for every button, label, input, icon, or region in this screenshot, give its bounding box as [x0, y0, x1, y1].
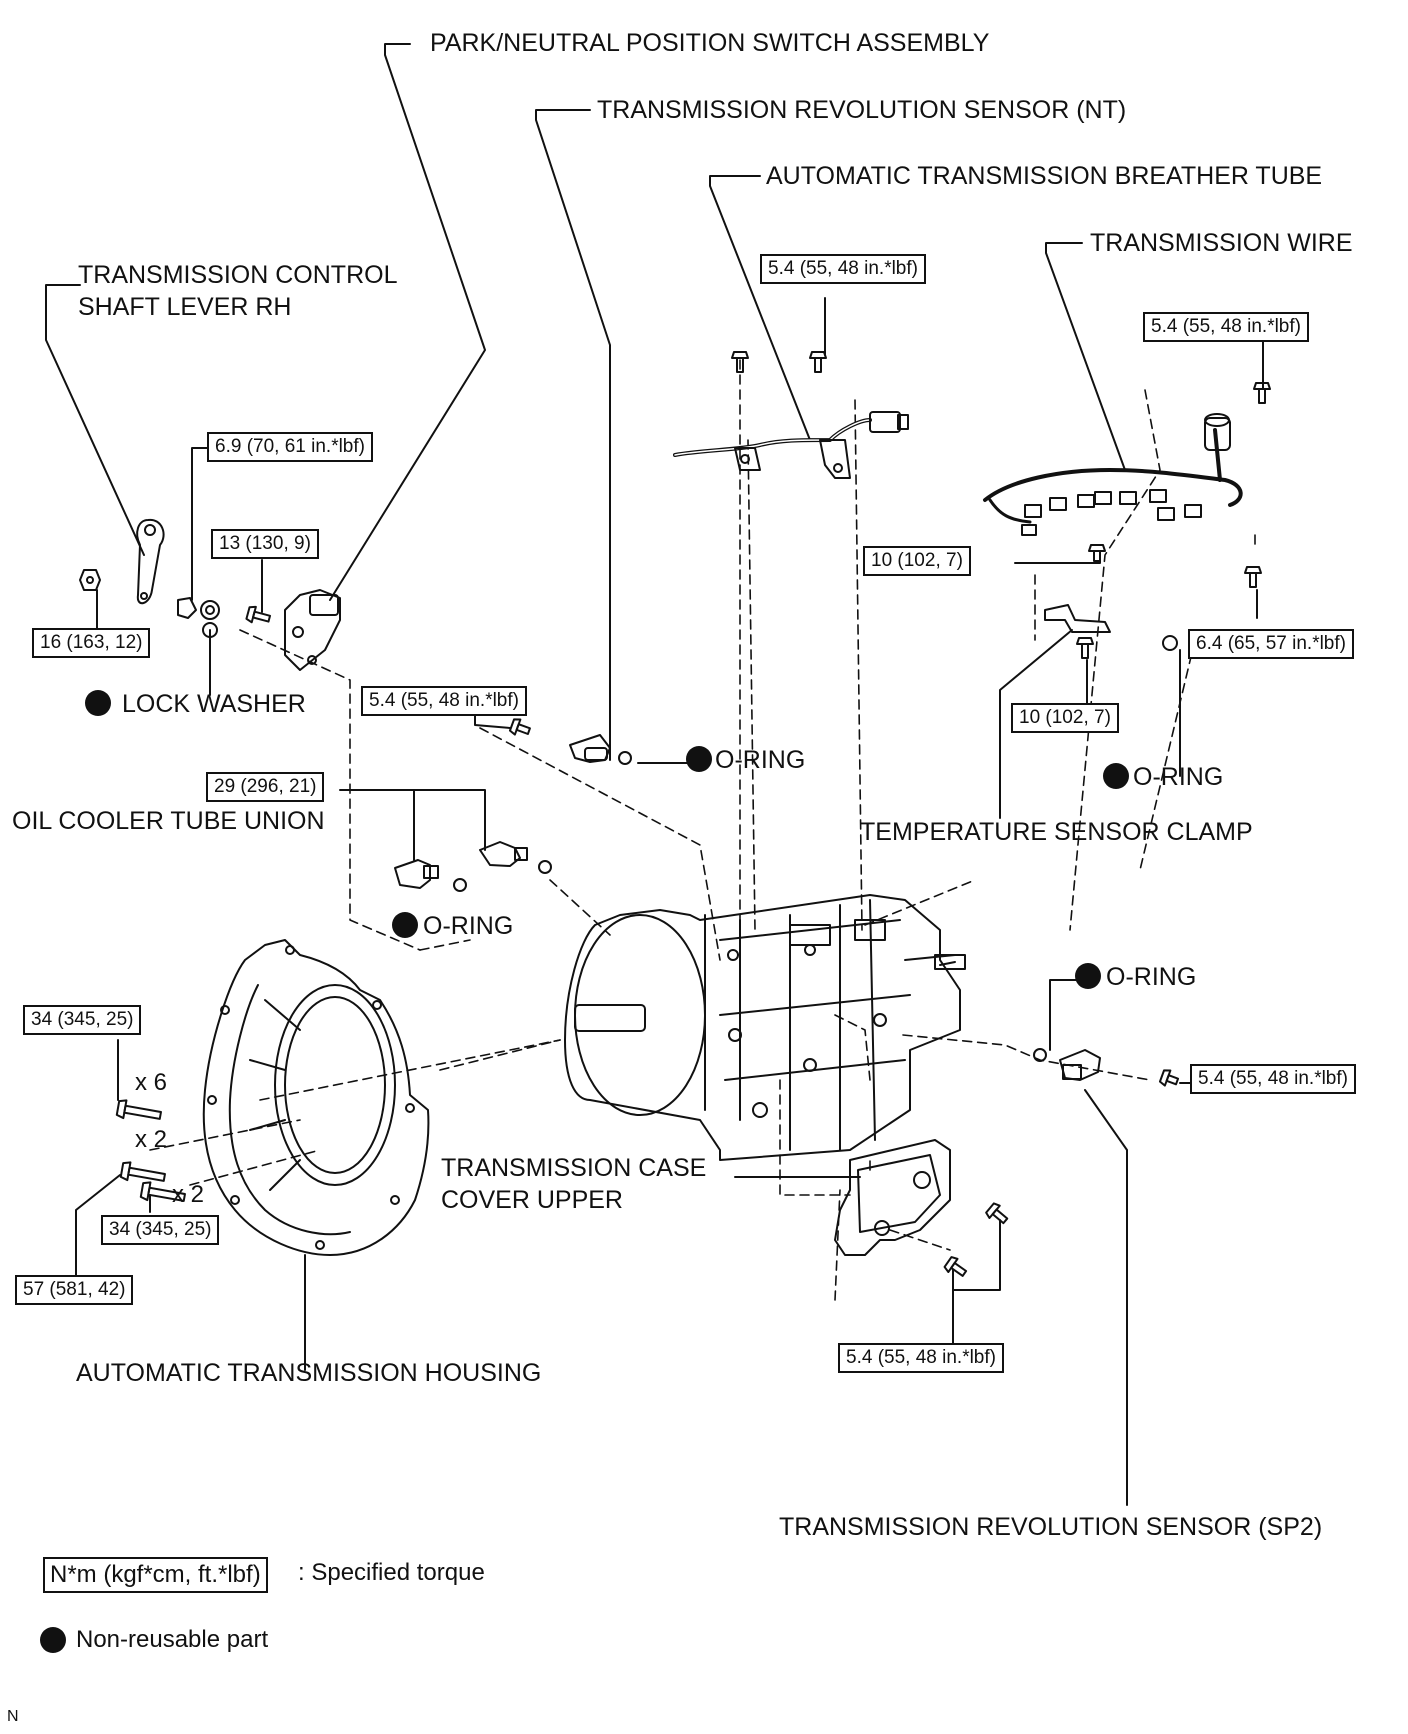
callout-o-ring-temp: O-RING — [1133, 763, 1224, 791]
nonreusable-dot-lock-washer — [85, 690, 111, 716]
torque-housing-bolt-x2-b: 34 (345, 25) — [101, 1215, 220, 1245]
nt-sensor-art — [508, 718, 632, 765]
leader-lines — [45, 43, 1264, 1506]
torque-temp-connector-bolt: 6.4 (65, 57 in.*lbf) — [1188, 629, 1354, 659]
callout-oil-cooler-tube-union: OIL COOLER TUBE UNION — [12, 807, 325, 835]
torque-wire-clamp-bolt: 10 (102, 7) — [863, 546, 971, 576]
callout-o-ring-sp2: O-RING — [1106, 963, 1197, 991]
legend-nonreusable-dot — [40, 1627, 66, 1653]
callout-temperature-sensor-clamp: TEMPERATURE SENSOR CLAMP — [860, 818, 1253, 846]
transmission-housing-art — [115, 939, 430, 1256]
nonreusable-dot-o-ring-union — [392, 912, 418, 938]
callout-revolution-sensor-nt: TRANSMISSION REVOLUTION SENSOR (NT) — [597, 96, 1127, 124]
torque-housing-bolt-x6: 34 (345, 25) — [23, 1005, 142, 1035]
torque-lever-nut: 16 (163, 12) — [32, 628, 151, 658]
legend-torque-desc: : Specified torque — [298, 1559, 485, 1586]
torque-housing-bolt-x2-a: 57 (581, 42) — [15, 1275, 134, 1305]
callout-transmission-housing: AUTOMATIC TRANSMISSION HOUSING — [76, 1359, 542, 1387]
torque-wire-bolt: 5.4 (55, 48 in.*lbf) — [1143, 312, 1309, 342]
torque-breather-bolt: 5.4 (55, 48 in.*lbf) — [760, 254, 926, 284]
torque-sp2-sensor-bolt: 5.4 (55, 48 in.*lbf) — [1190, 1064, 1356, 1094]
transmission-wire-art — [983, 382, 1271, 588]
callout-park-neutral-switch: PARK/NEUTRAL POSITION SWITCH ASSEMBLY — [430, 29, 990, 57]
callout-lock-washer: LOCK WASHER — [122, 690, 306, 718]
callout-o-ring-nt: O-RING — [715, 746, 806, 774]
sp2-sensor-art — [1033, 1048, 1180, 1087]
quantity-x2-a: x 2 — [135, 1126, 168, 1153]
torque-temp-clamp-bolt: 10 (102, 7) — [1011, 703, 1119, 733]
figure-code: N — [7, 1708, 19, 1725]
nonreusable-dot-o-ring-sp2 — [1075, 963, 1101, 989]
callout-case-cover-upper: TRANSMISSION CASE COVER UPPER — [441, 1154, 707, 1214]
oil-cooler-union-art — [394, 841, 552, 892]
nonreusable-dot-o-ring-nt — [686, 746, 712, 772]
torque-union: 29 (296, 21) — [206, 772, 325, 802]
breather-tube-art — [673, 351, 909, 479]
torque-switch-nut: 6.9 (70, 61 in.*lbf) — [207, 432, 373, 462]
quantity-x2-b: x 2 — [172, 1181, 205, 1208]
transmission-body-art — [564, 894, 966, 1161]
temperature-sensor-clamp-art — [1044, 604, 1178, 659]
torque-switch-bolt: 13 (130, 9) — [211, 529, 319, 559]
legend-nonreusable-desc: Non-reusable part — [76, 1626, 269, 1653]
callout-o-ring-union: O-RING — [423, 912, 514, 940]
torque-cover-bolt: 5.4 (55, 48 in.*lbf) — [838, 1343, 1004, 1373]
case-cover-upper-art — [834, 1139, 1009, 1277]
quantity-x6: x 6 — [135, 1069, 168, 1096]
assembly-lines — [149, 359, 1256, 1301]
torque-nt-sensor-bolt: 5.4 (55, 48 in.*lbf) — [361, 686, 527, 716]
legend-torque-unit-box: N*m (kgf*cm, ft.*lbf) — [43, 1557, 268, 1593]
callout-control-shaft-lever: TRANSMISSION CONTROL SHAFT LEVER RH — [78, 261, 398, 321]
callout-transmission-wire: TRANSMISSION WIRE — [1090, 229, 1353, 257]
callout-revolution-sensor-sp2: TRANSMISSION REVOLUTION SENSOR (SP2) — [779, 1513, 1323, 1541]
switch-and-lever-art — [79, 518, 341, 671]
callout-breather-tube: AUTOMATIC TRANSMISSION BREATHER TUBE — [766, 162, 1323, 190]
nonreusable-dot-o-ring-temp — [1103, 763, 1129, 789]
